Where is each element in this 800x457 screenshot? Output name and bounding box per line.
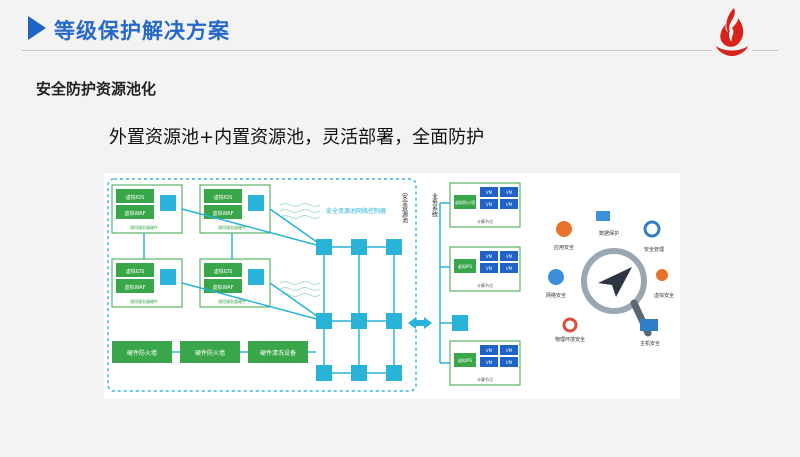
app-security-icon [556, 221, 572, 237]
bidirectional-arrow-icon [408, 317, 432, 329]
physical-security-label: 物理环境安全 [555, 336, 585, 343]
node3-vm1-label: VM [486, 348, 493, 353]
host3-top-label: 虚拟IDS [126, 268, 145, 275]
compute-node-2: 虚拟IPS VM VM VM VM 计算节点 [449, 246, 521, 292]
network-security-item: 网络安全 [546, 269, 566, 299]
compute-node-3: 虚拟IPS VM VM VM VM 计算节点 [449, 340, 521, 386]
node3-vm3-label: VM [486, 360, 493, 365]
node1-fw-label: 虚拟防火墙 [455, 199, 475, 205]
switch-nodes [316, 239, 402, 381]
hw2-label: 硬件防火墙 [195, 349, 225, 357]
server-host-2: 虚拟IDS 虚拟WAF 通用服务器硬件 [199, 184, 271, 234]
data-protection-item: 数据保护 [596, 211, 619, 237]
node3-fw-label: 虚拟IPS [458, 357, 473, 363]
node3-vm2-label: VM [506, 348, 513, 353]
node2-caption: 计算节点 [477, 282, 493, 288]
header-arrow-icon [28, 16, 46, 40]
node3-caption: 计算节点 [477, 376, 493, 382]
hardware-firewall-2: 硬件防火墙 [180, 341, 240, 363]
page-title: 等级保护解决方案 [54, 19, 230, 43]
flame-logo-icon [716, 8, 748, 56]
node2-vm2-label: VM [506, 254, 513, 259]
business-switch [452, 315, 468, 331]
paper-plane-icon [598, 267, 632, 297]
node3-vm4-label: VM [506, 360, 513, 365]
gear-icon [643, 220, 661, 238]
hw3-label: 硬件清洗设备 [260, 349, 296, 357]
hardware-firewall-1: 硬件防火墙 [112, 341, 172, 363]
host-security-item: 主机安全 [640, 319, 660, 347]
server-host-3: 虚拟IDS 虚拟WAF 通用服务器硬件 [111, 258, 183, 308]
host2-top-label: 虚拟IDS [214, 194, 233, 201]
security-mgmt-label: 安全管理 [644, 246, 664, 253]
node1-vm3-label: VM [486, 202, 493, 207]
business-links [439, 202, 454, 364]
node1-vm1-label: VM [486, 190, 493, 195]
pool-vertical-label: 安全资源池 [401, 192, 408, 223]
physical-security-item: 物理环境安全 [555, 317, 585, 343]
business-vertical-label: 业务系统 [431, 192, 438, 218]
host4-top-label: 虚拟IDS [214, 268, 233, 275]
header-divider [22, 50, 712, 51]
app-security-label: 应用安全 [554, 244, 574, 251]
app-security-item: 应用安全 [554, 221, 574, 251]
node2-vm4-label: VM [506, 266, 513, 271]
host1-bottom-label: 虚拟WAF [125, 210, 146, 217]
security-mgmt-item: 安全管理 [643, 220, 664, 253]
switch-links [143, 208, 395, 374]
controller-label: 安全资源池网络控制器 [326, 207, 386, 215]
node1-vm4-label: VM [506, 202, 513, 207]
host2-caption: 通用服务器硬件 [218, 224, 246, 230]
hw1-label: 硬件防火墙 [127, 349, 157, 357]
headline: 外置资源池+内置资源池，灵活部署，全面防护 [109, 127, 485, 148]
monitor-icon [640, 319, 658, 331]
node2-vm1-label: VM [486, 254, 493, 259]
network-security-icon [548, 269, 564, 285]
security-icons: 应用安全 数据保护 安全管理 网络安全 虚拟安全 [546, 211, 674, 347]
pool-boundary [107, 178, 417, 392]
host1-caption: 通用服务器硬件 [130, 224, 158, 230]
virtual-security-label: 虚拟安全 [654, 292, 674, 299]
node2-fw-label: 虚拟IPS [458, 263, 473, 269]
network-controller: 安全资源池网络控制器 [326, 203, 386, 225]
hardware-cleaning-device: 硬件清洗设备 [248, 341, 308, 363]
host-security-label: 主机安全 [640, 340, 660, 347]
host4-caption: 通用服务器硬件 [218, 298, 246, 304]
network-security-label: 网络安全 [546, 292, 566, 299]
node1-caption: 计算节点 [477, 218, 493, 224]
host3-caption: 通用服务器硬件 [130, 298, 158, 304]
architecture-diagram: 虚拟IDS 虚拟WAF 通用服务器硬件 虚拟IDS 虚拟WAF 通用服务器硬件 [107, 178, 674, 392]
section-title: 安全防护资源池化 [36, 80, 157, 98]
server-host-4: 虚拟IDS 虚拟WAF 通用服务器硬件 [199, 258, 271, 308]
architecture-figure: 虚拟IDS 虚拟WAF 通用服务器硬件 虚拟IDS 虚拟WAF 通用服务器硬件 [104, 173, 680, 399]
data-protection-label: 数据保护 [599, 230, 619, 237]
compute-node-1: 虚拟防火墙 VM VM VM VM 计算节点 [449, 182, 521, 228]
data-protection-icon [596, 211, 610, 221]
host4-bottom-label: 虚拟WAF [213, 284, 234, 291]
traffic-waves [279, 203, 321, 297]
key-icon [656, 269, 668, 281]
host3-bottom-label: 虚拟WAF [125, 284, 146, 291]
node1-vm2-label: VM [506, 190, 513, 195]
chain-link-icon [562, 317, 578, 333]
security-ring [581, 248, 652, 337]
host1-top-label: 虚拟IDS [126, 194, 145, 201]
header-divider-right [752, 50, 778, 51]
node2-vm3-label: VM [486, 266, 493, 271]
virtual-security-item: 虚拟安全 [654, 269, 674, 299]
host2-bottom-label: 虚拟WAF [213, 210, 234, 217]
server-host-1: 虚拟IDS 虚拟WAF 通用服务器硬件 [111, 184, 183, 234]
